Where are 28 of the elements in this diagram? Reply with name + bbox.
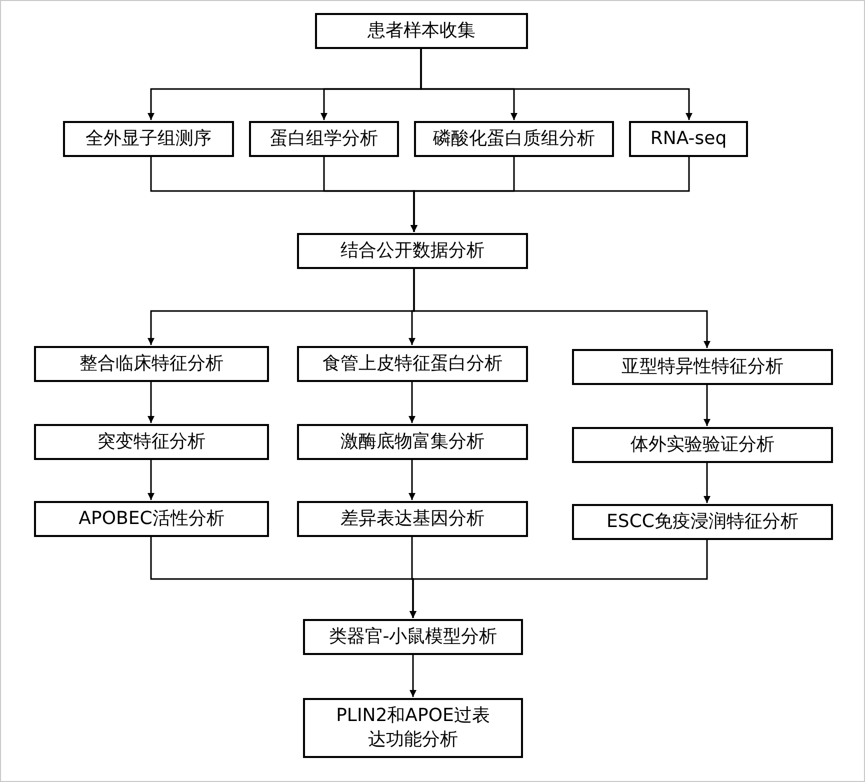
arrow <box>410 655 416 697</box>
process-box: 类器官-小鼠模型分析 <box>303 619 523 655</box>
arrow <box>704 463 710 503</box>
arrow <box>410 157 690 232</box>
process-box: 磷酸化蛋白质组分析 <box>414 121 614 157</box>
process-box: RNA-seq <box>629 121 748 157</box>
process-box: 蛋白组学分析 <box>249 121 399 157</box>
arrow <box>408 460 416 500</box>
arrow <box>704 385 710 426</box>
process-box: 食管上皮特征蛋白分析 <box>297 346 528 382</box>
process-box: 整合临床特征分析 <box>34 346 269 382</box>
arrow <box>408 382 416 423</box>
process-box: 结合公开数据分析 <box>297 233 528 269</box>
process-box: 差异表达基因分析 <box>297 501 528 537</box>
process-box: PLIN2和APOE过表达功能分析 <box>303 698 523 758</box>
process-box: APOBEC活性分析 <box>34 501 269 537</box>
process-box: 患者样本收集 <box>315 13 528 49</box>
process-box: 体外实验验证分析 <box>572 427 833 463</box>
arrow <box>148 460 154 500</box>
process-box: ESCC免疫浸润特征分析 <box>572 504 833 540</box>
process-box: 激酶底物富集分析 <box>297 424 528 460</box>
arrow <box>148 382 154 423</box>
arrow <box>413 269 710 348</box>
arrow <box>420 49 692 120</box>
process-box: 突变特征分析 <box>34 424 269 460</box>
arrow <box>410 540 708 618</box>
process-box: 亚型特异性特征分析 <box>572 349 833 385</box>
process-box: 全外显子组测序 <box>63 121 234 157</box>
